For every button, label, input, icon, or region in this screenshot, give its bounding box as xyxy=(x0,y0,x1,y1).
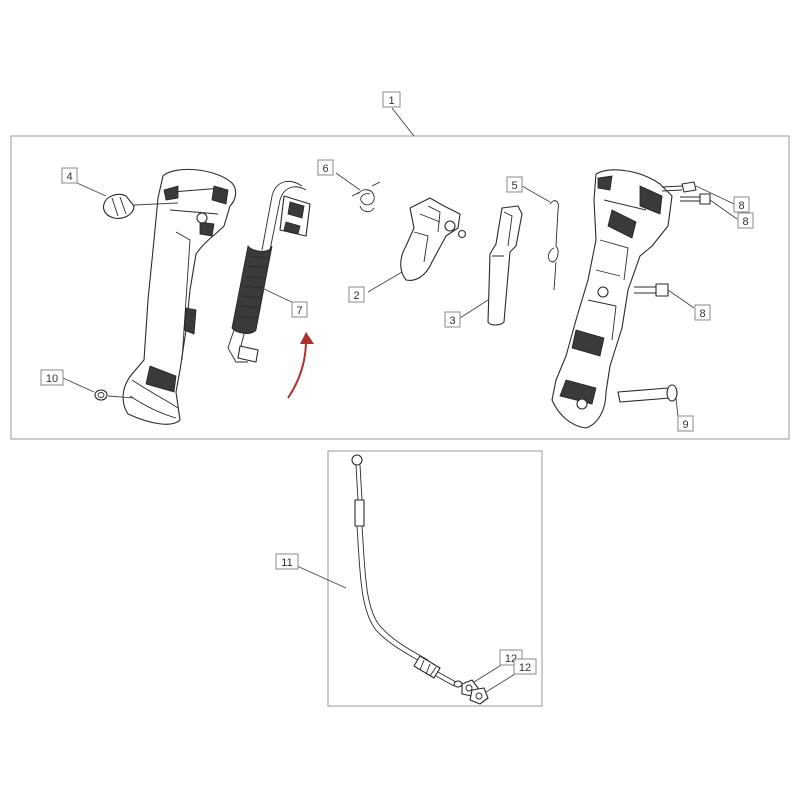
callout-6-label: 6 xyxy=(322,163,328,175)
leader-line-8c xyxy=(667,289,695,309)
assembly-direction-arrowhead xyxy=(300,332,314,344)
handle-housing-right xyxy=(551,169,673,429)
callout-10-label: 10 xyxy=(46,373,58,385)
handle-assembly-frame xyxy=(10,135,790,440)
part-8-screw-middle xyxy=(680,193,711,205)
leader-line-2 xyxy=(367,271,403,293)
part-9-pin xyxy=(617,384,678,403)
callout-8-b[interactable]: 8 xyxy=(737,212,754,229)
callout-12-b-label: 12 xyxy=(519,662,531,674)
leader-line-3 xyxy=(459,299,489,319)
part-12-nut-b xyxy=(469,687,489,705)
leader-line-6 xyxy=(335,172,361,191)
part-10-nut xyxy=(94,389,108,401)
leader-line-1 xyxy=(391,107,415,137)
callout-4-label: 4 xyxy=(66,171,72,183)
callout-7[interactable]: 7 xyxy=(291,301,308,318)
callout-4[interactable]: 4 xyxy=(61,167,78,184)
part-7-switch-spring xyxy=(227,180,311,363)
leader-line-9 xyxy=(675,397,679,418)
part-2-trigger xyxy=(400,197,467,281)
part-4-cap xyxy=(102,193,135,219)
part-3-lock-lever xyxy=(487,205,523,326)
callout-6[interactable]: 6 xyxy=(317,159,334,176)
callout-8-b-label: 8 xyxy=(742,216,748,228)
assembly-direction-arrow xyxy=(287,339,307,399)
handle-housing-left xyxy=(122,168,237,425)
callout-1-label: 1 xyxy=(388,95,394,107)
leader-line-8b xyxy=(709,199,738,220)
leader-line-12a xyxy=(473,663,504,683)
callout-8-c-label: 8 xyxy=(699,308,705,320)
callout-3-label: 3 xyxy=(449,315,455,327)
callout-8-a-label: 8 xyxy=(738,200,744,212)
callout-3[interactable]: 3 xyxy=(444,311,461,328)
callout-1[interactable]: 1 xyxy=(382,91,401,108)
leader-line-5 xyxy=(521,185,551,203)
leader-line-11 xyxy=(296,565,347,589)
callout-2[interactable]: 2 xyxy=(348,286,365,303)
callout-8-c[interactable]: 8 xyxy=(694,304,711,321)
callout-10[interactable]: 10 xyxy=(40,369,64,386)
leader-line-10b xyxy=(107,395,135,399)
callout-11-label: 11 xyxy=(281,557,292,569)
leader-line-8a xyxy=(695,185,735,205)
callout-9-label: 9 xyxy=(682,419,688,431)
leader-line-4b xyxy=(133,202,179,206)
leader-line-10 xyxy=(62,377,95,393)
callout-7-label: 7 xyxy=(296,305,302,317)
callout-5-label: 5 xyxy=(511,180,517,192)
callout-8-a[interactable]: 8 xyxy=(733,196,750,213)
part-6-torsion-spring xyxy=(351,181,381,213)
throttle-cable-frame xyxy=(327,450,543,707)
part-8-screw-top xyxy=(661,181,697,193)
leader-line-4 xyxy=(76,182,107,197)
callout-2-label: 2 xyxy=(353,290,359,302)
callout-5[interactable]: 5 xyxy=(506,176,523,193)
leader-line-12b xyxy=(485,673,516,693)
callout-11[interactable]: 11 xyxy=(275,553,299,570)
part-11-throttle-cable xyxy=(351,454,463,688)
part-5-spring-wire xyxy=(547,200,559,291)
part-8-screw-lower xyxy=(634,283,669,297)
callout-9[interactable]: 9 xyxy=(677,415,694,432)
callout-12-b[interactable]: 12 xyxy=(513,658,537,675)
